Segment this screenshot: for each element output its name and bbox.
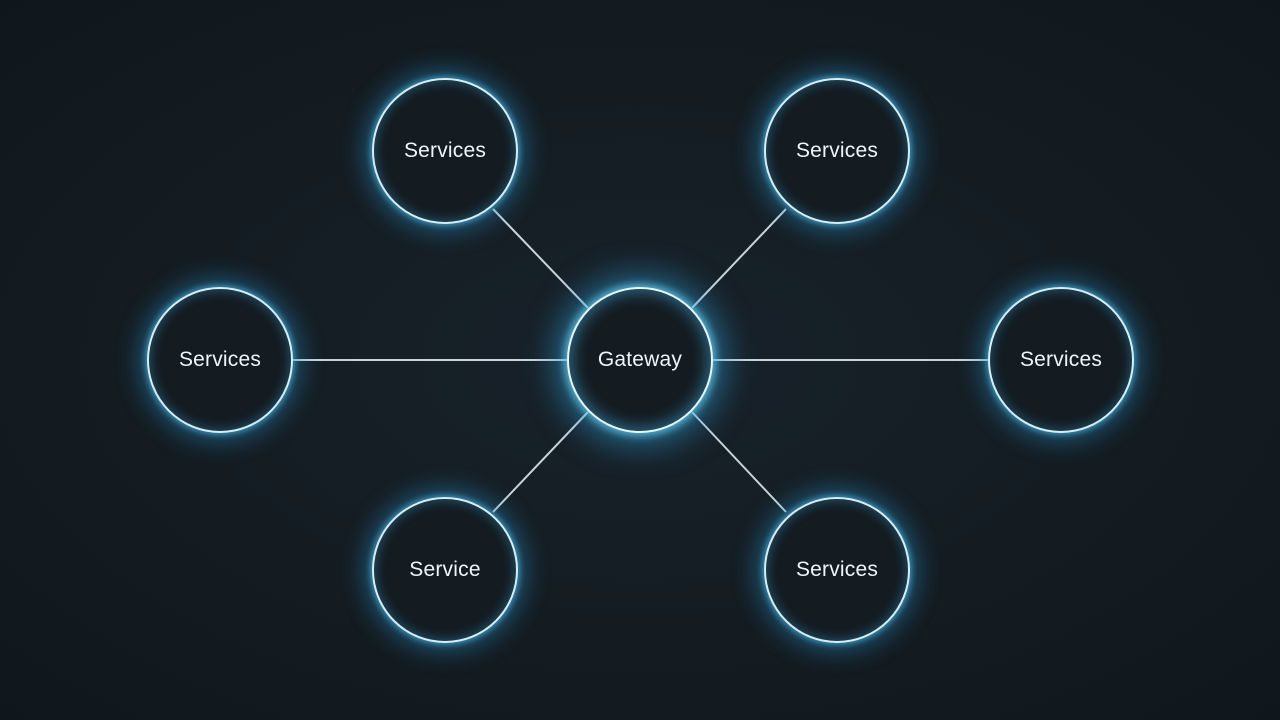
gateway-label: Gateway	[597, 348, 683, 371]
service-label: Service	[409, 558, 481, 581]
service-label: Services	[403, 139, 487, 162]
service-label: Services	[795, 558, 879, 581]
service-label: Services	[795, 139, 879, 162]
service-label: Services	[178, 348, 262, 371]
service-node-top-left[interactable]: Services	[372, 78, 518, 224]
service-label: Services	[1019, 348, 1103, 371]
service-node-bottom-right[interactable]: Services	[764, 497, 910, 643]
service-node-left[interactable]: Services	[147, 287, 293, 433]
gateway-node[interactable]: Gateway	[567, 287, 713, 433]
service-node-top-right[interactable]: Services	[764, 78, 910, 224]
connector-bottom-left	[492, 411, 589, 513]
connector-bottom-right	[691, 411, 787, 513]
connector-top-left	[492, 208, 589, 309]
service-node-bottom-left[interactable]: Service	[372, 497, 518, 643]
connector-top-right	[691, 208, 787, 309]
service-node-right[interactable]: Services	[988, 287, 1134, 433]
